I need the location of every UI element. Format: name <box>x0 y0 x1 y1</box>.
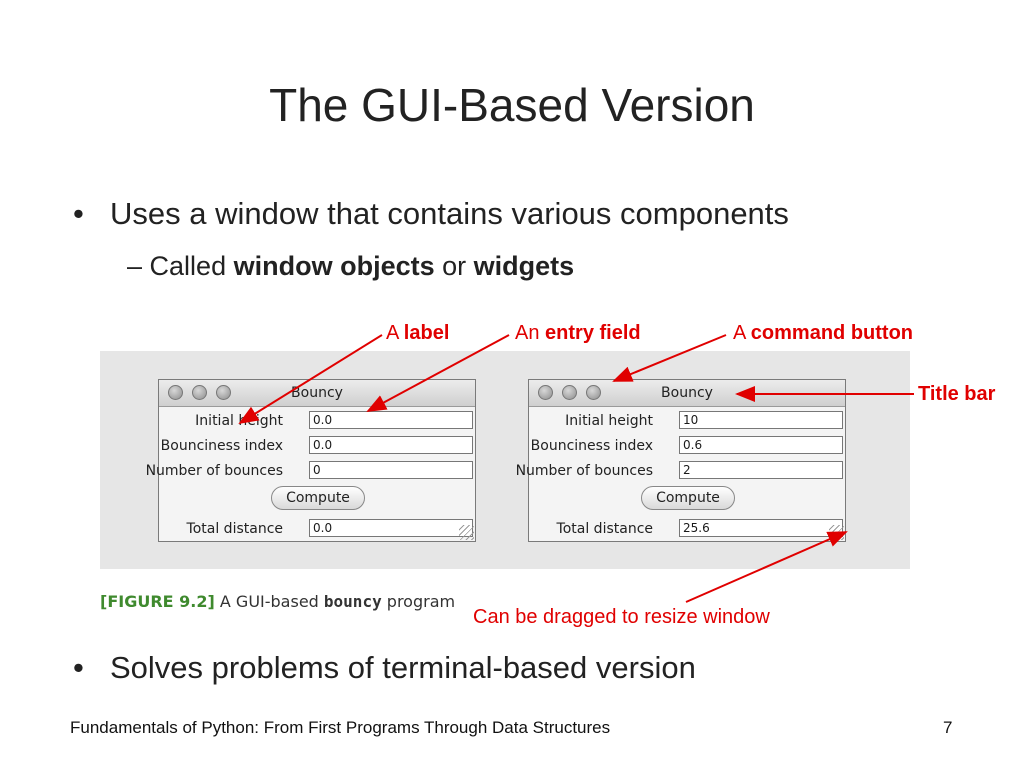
annotation-entry-term: entry field <box>545 322 641 344</box>
row-initial-height: Initial height 0.0 <box>159 410 477 432</box>
field-bounciness-index[interactable]: 0.6 <box>679 436 843 454</box>
label-bounciness-index: Bounciness index <box>160 438 283 454</box>
compute-button[interactable]: Compute <box>271 486 365 510</box>
annotation-entry-field: An entry field <box>515 322 641 345</box>
footer-text: Fundamentals of Python: From First Progr… <box>70 718 611 737</box>
bullet-1: • Uses a window that contains various co… <box>73 196 789 232</box>
window-title: Bouncy <box>661 385 713 401</box>
label-bounciness-index: Bounciness index <box>530 438 653 454</box>
row-number-of-bounces: Number of bounces 2 <box>516 460 847 482</box>
row-bounciness-index: Bounciness index 0.0 <box>159 435 477 457</box>
close-button[interactable] <box>538 385 553 400</box>
bullet-2-text: Solves problems of terminal-based versio… <box>110 650 696 685</box>
field-total-distance[interactable]: 25.6 <box>679 519 843 537</box>
sub-prefix: Called <box>149 251 234 281</box>
annotation-command-button: A command button <box>733 322 913 345</box>
bullet-dot: • <box>73 650 84 685</box>
sub-term-widgets: widgets <box>473 251 575 281</box>
sub-term-window-objects: window objects <box>233 251 435 281</box>
field-bounciness-index[interactable]: 0.0 <box>309 436 473 454</box>
sub-mid: or <box>434 251 474 281</box>
annotation-label: A label <box>386 322 449 345</box>
caption-figure-number: [FIGURE 9.2] <box>100 592 215 611</box>
caption-code: bouncy <box>323 592 382 611</box>
bullet-1-text: Uses a window that contains various comp… <box>110 196 789 231</box>
field-total-distance[interactable]: 0.0 <box>309 519 473 537</box>
close-button[interactable] <box>168 385 183 400</box>
page-number: 7 <box>943 718 953 737</box>
arrow-to-entry-field <box>366 334 510 412</box>
sub-bullet: – Called window objects or widgets <box>127 251 574 282</box>
sub-dash: – <box>127 251 143 281</box>
label-number-of-bounces: Number of bounces <box>515 463 653 479</box>
annotation-resize: Can be dragged to resize window <box>473 606 770 628</box>
annotation-label-term: label <box>403 322 450 344</box>
arrow-to-command-button <box>612 334 727 382</box>
bouncy-window-empty: Bouncy Initial height 0.0 Bounciness ind… <box>146 379 477 542</box>
annotation-entry-article: An <box>515 322 546 344</box>
caption-pre: A GUI-based <box>214 592 324 611</box>
bouncy-window-filled: Bouncy Initial height 10 Bounciness inde… <box>516 379 847 542</box>
caption-post: program <box>381 592 456 611</box>
annotation-title-bar: Title bar <box>918 383 996 405</box>
annotation-label-article: A <box>386 322 404 344</box>
field-number-of-bounces[interactable]: 0 <box>309 461 473 479</box>
label-total-distance: Total distance <box>186 521 283 537</box>
window-title-bar[interactable]: Bouncy <box>159 380 475 407</box>
figure-caption: [FIGURE 9.2] A GUI-based bouncy program <box>100 592 455 611</box>
arrow-to-label <box>238 334 383 425</box>
row-bounciness-index: Bounciness index 0.6 <box>529 435 847 457</box>
minimize-button[interactable] <box>562 385 577 400</box>
field-initial-height[interactable]: 0.0 <box>309 411 473 429</box>
label-total-distance: Total distance <box>556 521 653 537</box>
row-number-of-bounces: Number of bounces 0 <box>146 460 477 482</box>
field-number-of-bounces[interactable]: 2 <box>679 461 843 479</box>
minimize-button[interactable] <box>192 385 207 400</box>
annotation-button-article: A <box>733 322 751 344</box>
bullet-dot: • <box>73 196 84 231</box>
window-title: Bouncy <box>291 385 343 401</box>
resize-grip[interactable] <box>459 525 474 540</box>
slide-title: The GUI-Based Version <box>269 79 755 131</box>
annotation-button-term: command button <box>750 322 914 344</box>
row-total-distance: Total distance 0.0 <box>159 518 477 540</box>
figure-panel: Bouncy Initial height 0.0 Bounciness ind… <box>100 351 910 569</box>
label-number-of-bounces: Number of bounces <box>145 463 283 479</box>
compute-button[interactable]: Compute <box>641 486 735 510</box>
row-initial-height: Initial height 10 <box>529 410 847 432</box>
zoom-button[interactable] <box>586 385 601 400</box>
field-initial-height[interactable]: 10 <box>679 411 843 429</box>
arrow-to-resize-grip <box>685 531 848 603</box>
bullet-2: • Solves problems of terminal-based vers… <box>73 650 696 686</box>
label-initial-height: Initial height <box>565 413 653 429</box>
zoom-button[interactable] <box>216 385 231 400</box>
row-total-distance: Total distance 25.6 <box>529 518 847 540</box>
